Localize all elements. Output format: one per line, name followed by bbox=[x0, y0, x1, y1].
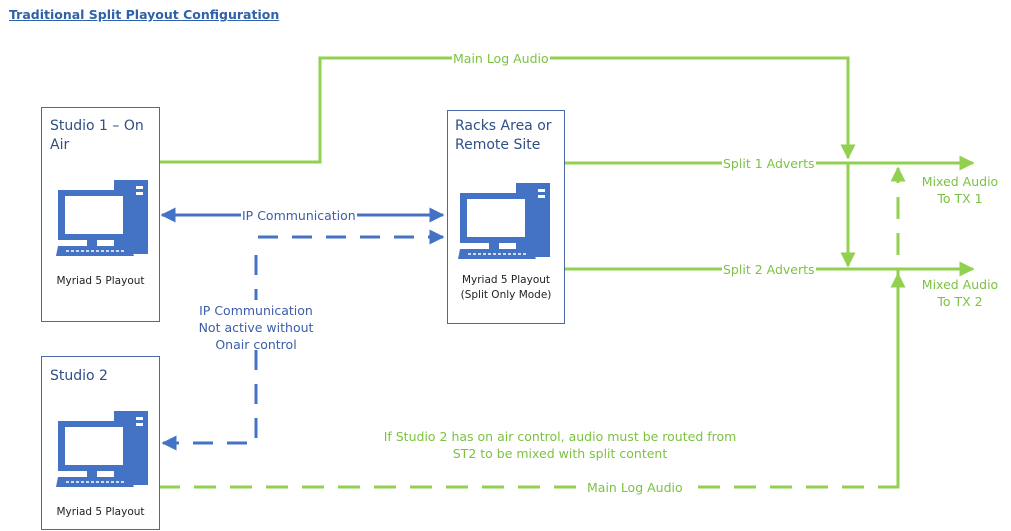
computer-icon bbox=[458, 183, 550, 259]
ip-inactive-note: IP Communication Not active without Onai… bbox=[198, 303, 314, 352]
studio2-routing-note: If Studio 2 has on air control, audio mu… bbox=[383, 429, 737, 461]
tx2-label: Mixed Audio To TX 2 bbox=[921, 277, 999, 309]
split1-label: Split 1 Adverts bbox=[722, 156, 816, 171]
studio1-box: Studio 1 – On Air Myriad 5 Playout bbox=[41, 107, 160, 322]
studio1-title: Studio 1 – On Air bbox=[50, 118, 144, 153]
split2-label: Split 2 Adverts bbox=[722, 262, 816, 277]
computer-icon bbox=[56, 411, 148, 487]
studio2-caption: Myriad 5 Playout bbox=[56, 506, 145, 518]
racks-box: Racks Area or Remote Site Myriad 5 Playo… bbox=[447, 110, 565, 324]
diagram-title: Traditional Split Playout Configuration bbox=[9, 7, 280, 22]
main-log-audio-top-label: Main Log Audio bbox=[452, 51, 550, 66]
computer-icon bbox=[56, 180, 148, 256]
main-log-audio-line bbox=[158, 56, 856, 164]
studio2-box: Studio 2 Myriad 5 Playout bbox=[41, 356, 160, 530]
racks-title: Racks Area or Remote Site bbox=[455, 118, 552, 153]
tx1-label: Mixed Audio To TX 1 bbox=[921, 174, 999, 206]
main-log-audio-bottom-label: Main Log Audio bbox=[586, 480, 684, 495]
studio1-caption: Myriad 5 Playout bbox=[56, 275, 145, 287]
ip-communication-label: IP Communication bbox=[241, 208, 357, 223]
ip-dashed-to-studio2-line bbox=[161, 350, 258, 451]
studio2-title: Studio 2 bbox=[50, 368, 108, 384]
racks-caption: Myriad 5 Playout (Split Only Mode) bbox=[460, 274, 552, 301]
